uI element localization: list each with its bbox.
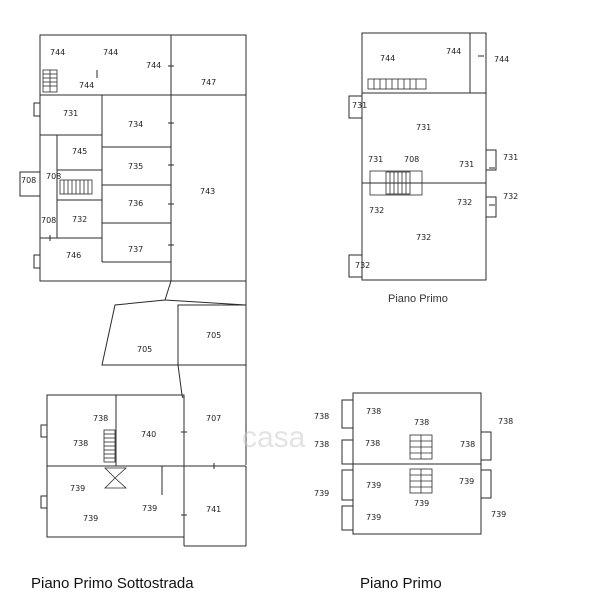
room-label: 732 (503, 192, 518, 201)
room-label: 705 (206, 331, 221, 340)
plan-piano-primo-lower (341, 392, 492, 535)
room-label: 744 (146, 61, 161, 70)
room-label: 747 (201, 78, 216, 87)
room-label: 705 (137, 345, 152, 354)
room-label: 744 (103, 48, 118, 57)
room-label: 738 (414, 418, 429, 427)
room-label: 738 (365, 439, 380, 448)
room-label: 734 (128, 120, 143, 129)
room-label: 732 (72, 215, 87, 224)
room-label: 736 (128, 199, 143, 208)
room-label: 739 (459, 477, 474, 486)
room-label: 708 (46, 172, 61, 181)
room-label: 738 (314, 440, 329, 449)
room-label: 746 (66, 251, 81, 260)
room-label: 731 (503, 153, 518, 162)
room-label: 732 (457, 198, 472, 207)
wall (39, 34, 247, 282)
room-label: 739 (83, 514, 98, 523)
room-label: 739 (314, 489, 329, 498)
room-label: 744 (380, 54, 395, 63)
room-label: 731 (459, 160, 474, 169)
room-label: 739 (366, 513, 381, 522)
room-label: 732 (0, 0, 15, 2)
room-label: 744 (50, 48, 65, 57)
room-label: 737 (128, 245, 143, 254)
room-label: 739 (491, 510, 506, 519)
room-label: 738 (93, 414, 108, 423)
caption-bottom-right: Piano Primo (360, 575, 442, 592)
room-label: 739 (142, 504, 157, 513)
room-label: 738 (314, 412, 329, 421)
room-label: 735 (128, 162, 143, 171)
plan-piano-primo-upper (348, 32, 497, 281)
caption-upper-right: Piano Primo (388, 293, 448, 305)
room-label: 732 (369, 206, 384, 215)
room-label: 732 (416, 233, 431, 242)
room-label: 738 (366, 407, 381, 416)
room-label: 732 (355, 261, 370, 270)
room-label: 708 (21, 176, 36, 185)
room-label: 708 (41, 216, 56, 225)
watermark-text: casa (242, 421, 306, 454)
room-label: 738 (460, 440, 475, 449)
room-labels: 744 744 744 744 747 731 734 745 735 708 708 736 708 7… (0, 0, 518, 523)
room-label: 708 (404, 155, 419, 164)
room-label: 739 (70, 484, 85, 493)
room-label: 745 (72, 147, 87, 156)
room-label: 707 (206, 414, 221, 423)
room-label: 731 (368, 155, 383, 164)
room-label: 740 (141, 430, 156, 439)
room-label: 744 (494, 55, 509, 64)
caption-bottom-left: Piano Primo Sottostrada (31, 575, 194, 592)
room-label: 743 (200, 187, 215, 196)
room-label: 744 (79, 81, 94, 90)
room-label: 739 (366, 481, 381, 490)
plan-piano-primo-sottostrada (19, 34, 247, 547)
room-label: 731 (416, 123, 431, 132)
room-label: 738 (498, 417, 513, 426)
room-label: 731 (63, 109, 78, 118)
room-label: 744 (446, 47, 461, 56)
room-label: 731 (352, 101, 367, 110)
room-label: 738 (73, 439, 88, 448)
room-label: 741 (206, 505, 221, 514)
room-label: 739 (414, 499, 429, 508)
